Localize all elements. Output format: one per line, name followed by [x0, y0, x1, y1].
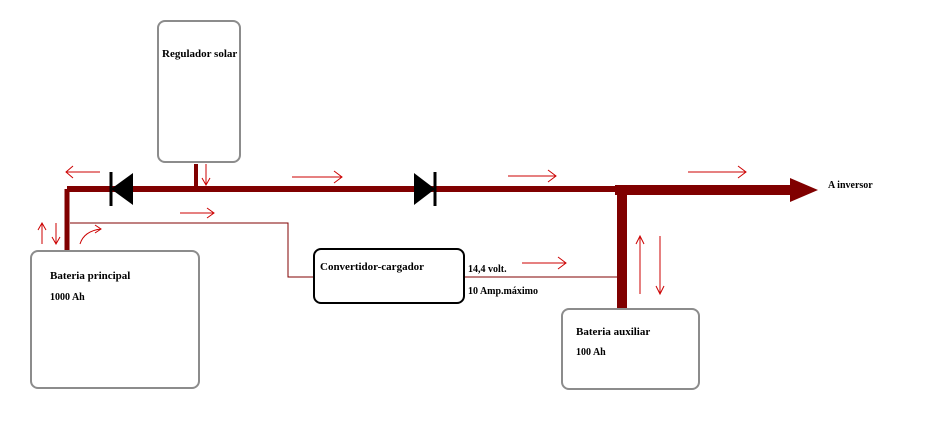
arrow-down-regulator: [201, 164, 211, 187]
main-battery-capacity: 1000 Ah: [50, 292, 85, 303]
solar-regulator-label: Regulador solar: [162, 48, 238, 60]
arrow-right-volt: [522, 256, 567, 270]
aux-battery-box: Bateria auxiliar 100 Ah: [561, 308, 700, 390]
aux-battery-capacity: 100 Ah: [576, 347, 606, 358]
arrow-updown-aux-up: [635, 234, 645, 294]
arrow-right-2: [508, 169, 557, 183]
main-battery-box: Bateria principal 1000 Ah: [30, 250, 200, 389]
inverter-arrow-head: [790, 178, 818, 202]
converter-wiring: [70, 222, 617, 278]
solar-regulator-box: Regulador solar: [157, 20, 241, 163]
diode-left: [109, 172, 133, 206]
arrow-right-1: [292, 170, 343, 184]
main-bus: [64, 164, 792, 308]
voltage-label: 14,4 volt.: [468, 264, 507, 275]
inverter-label: A inversor: [828, 180, 873, 191]
max-amp-label: 10 Amp.máximo: [468, 286, 538, 297]
arrow-updown-main-up: [37, 221, 47, 244]
converter-charger-label: Convertidor-cargador: [320, 261, 425, 273]
aux-battery-label: Bateria auxiliar: [576, 326, 651, 338]
diode-center: [414, 172, 437, 206]
flow-arrows: [37, 164, 747, 296]
arrow-left-top: [65, 165, 100, 179]
arrow-curved-main: [79, 224, 102, 245]
converter-charger-box: Convertidor-cargador: [313, 248, 465, 304]
main-battery-label: Bateria principal: [50, 270, 131, 282]
arrow-right-3: [688, 165, 747, 179]
arrow-updown-main-down: [51, 223, 61, 246]
arrow-updown-aux-down: [655, 236, 665, 296]
arrow-right-converter: [180, 207, 215, 219]
